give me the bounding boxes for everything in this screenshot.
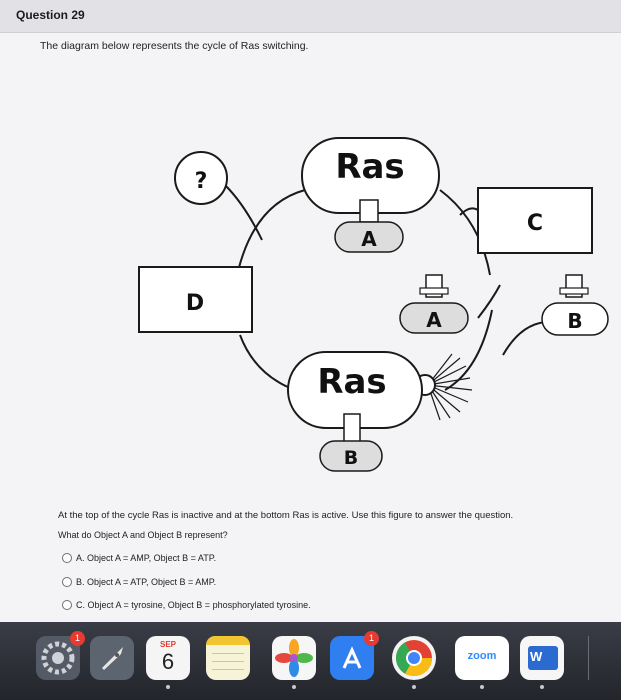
app-store-icon[interactable]: 1 [330, 631, 379, 680]
dock: 1 SEP 6 1 zoom [0, 622, 621, 700]
object-a-mid-label: A [426, 308, 442, 332]
notes-icon[interactable] [206, 636, 250, 680]
d-box [138, 266, 253, 333]
branch-to-question [224, 184, 263, 241]
question-header: Question 29 [0, 0, 621, 33]
c-box-label: C [527, 211, 543, 236]
chrome-logo-icon [396, 640, 432, 677]
zoom-icon[interactable]: zoom [455, 636, 509, 689]
cycle-arc-top-right [439, 189, 491, 276]
c-box [477, 187, 593, 254]
gear-icon [41, 641, 75, 675]
dock-separator [588, 636, 589, 680]
question-page: Question 29 The diagram below represents… [0, 0, 621, 622]
ras-cycle-diagram: ? Ras A C D A B [138, 137, 609, 472]
option-b-label: B. Object A = ATP, Object B = AMP. [76, 577, 217, 587]
question-title: Question 29 [16, 8, 85, 22]
cycle-arc-bottom-left [239, 334, 296, 391]
zoom-label: zoom [467, 650, 497, 662]
object-a-top-label: A [361, 227, 377, 251]
option-c-radio[interactable] [62, 600, 72, 610]
object-b-right-label: B [567, 309, 582, 333]
photos-icon[interactable] [272, 636, 316, 689]
object-b-right-shape [541, 302, 609, 336]
rocket-icon [102, 647, 123, 670]
calendar-day: 6 [161, 649, 175, 674]
option-c-label: C. Object A = tyrosine, Object B = phosp… [76, 600, 311, 610]
branch-to-c [459, 207, 479, 216]
object-b-bottom-shape [319, 440, 383, 472]
flower-icon [275, 639, 313, 677]
system-preferences-badge: 1 [70, 631, 85, 646]
calendar-month: SEP [159, 640, 176, 649]
branch-from-a [477, 284, 501, 319]
app-store-a-icon [342, 646, 362, 669]
question-prompt: What do Object A and Object B represent? [58, 530, 228, 540]
ras-bottom-label: Ras [317, 362, 386, 402]
option-a-radio[interactable] [62, 553, 72, 563]
option-c[interactable]: C. Object A = tyrosine, Object B = phosp… [62, 600, 311, 610]
option-a-label: A. Object A = AMP, Object B = ATP. [76, 553, 217, 563]
ras-top-label: Ras [335, 147, 404, 187]
launchpad-icon[interactable] [90, 636, 134, 680]
d-box-label: D [186, 291, 204, 316]
object-a-mid-shape [399, 302, 469, 334]
object-b-bottom-label: B [344, 447, 358, 469]
question-stem: At the top of the cycle Ras is inactive … [58, 510, 514, 521]
word-label: W [530, 649, 543, 664]
question-circle [174, 151, 228, 205]
question-circle-label: ? [195, 169, 208, 194]
option-b[interactable]: B. Object A = ATP, Object B = AMP. [62, 577, 216, 587]
option-b-radio[interactable] [62, 577, 72, 587]
chrome-icon[interactable] [392, 636, 436, 689]
app-store-badge: 1 [364, 631, 379, 646]
question-intro: The diagram below represents the cycle o… [40, 40, 309, 52]
system-preferences-icon[interactable]: 1 [36, 631, 85, 680]
cycle-arc-bottom-right [444, 309, 493, 391]
calendar-icon[interactable]: SEP 6 [146, 636, 190, 689]
word-icon[interactable]: W [520, 636, 564, 689]
object-a-top-shape [334, 221, 404, 253]
option-a[interactable]: A. Object A = AMP, Object B = ATP. [62, 553, 216, 563]
branch-to-b [502, 321, 546, 356]
